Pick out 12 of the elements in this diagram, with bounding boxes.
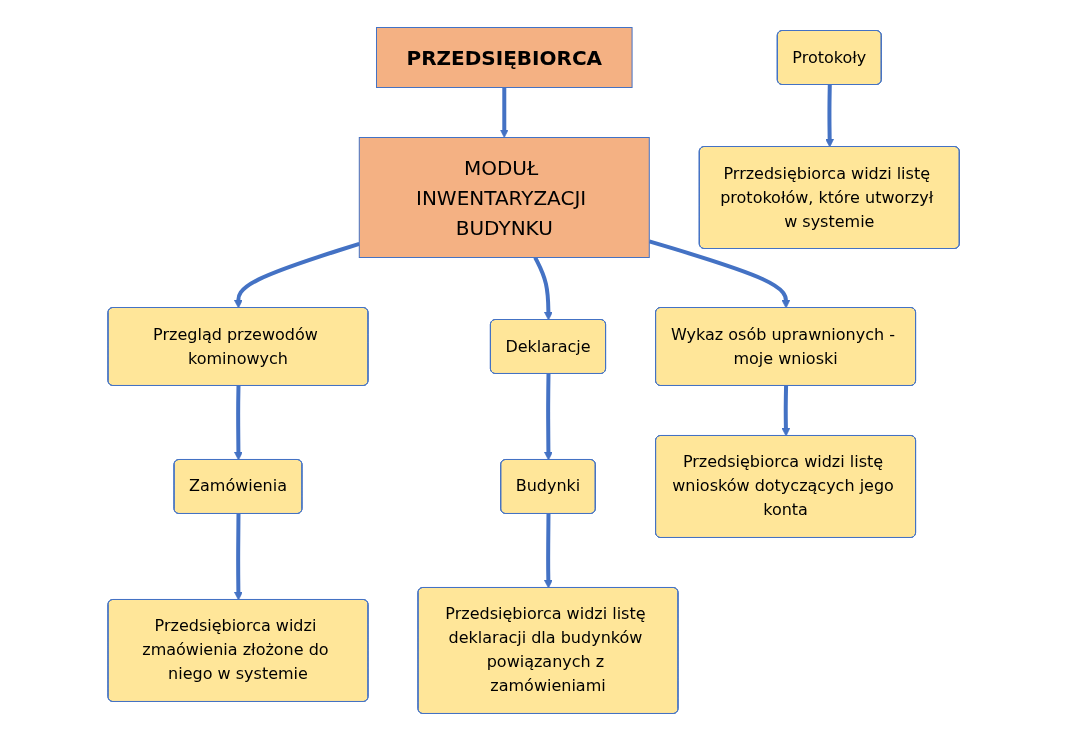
arrow xyxy=(499,87,509,138)
arrow xyxy=(825,84,834,147)
arrow xyxy=(781,385,791,436)
node-box: MODUŁ INWENTARYZACJI BUDYNKU xyxy=(358,136,650,258)
arrow xyxy=(648,238,791,308)
arrow xyxy=(233,513,243,600)
arrow xyxy=(233,385,243,460)
arrow xyxy=(543,373,553,460)
arrow xyxy=(543,513,553,588)
node-box: PRZEDSIĘBIORCA xyxy=(375,26,633,88)
arrow xyxy=(233,241,360,308)
arrow xyxy=(533,256,553,320)
